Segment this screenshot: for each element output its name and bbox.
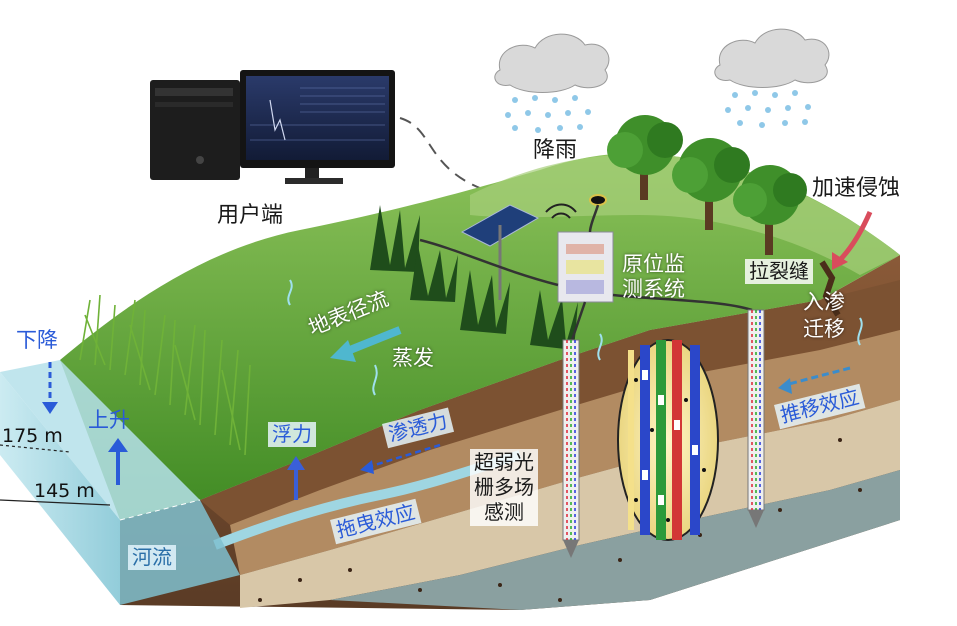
rain-cloud-icon bbox=[714, 28, 830, 128]
sensor-cables bbox=[419, 204, 753, 341]
river-label: 河流 bbox=[128, 545, 176, 570]
user-terminal-label: 用户端 bbox=[217, 203, 284, 228]
fiber-detail-lens-icon bbox=[617, 339, 719, 541]
river-top-surface bbox=[0, 360, 200, 520]
accelerated-erosion-label: 加速侵蚀 bbox=[812, 176, 901, 201]
tree-icon bbox=[672, 138, 750, 230]
infiltration-migration-label: 入渗 迁移 bbox=[803, 290, 845, 342]
ufbg-sensing-label: 超弱光 栅多场 感测 bbox=[470, 449, 538, 526]
buoyancy-label: 浮力 bbox=[268, 422, 316, 447]
soil-layer-upper bbox=[200, 280, 900, 525]
grass-bush bbox=[370, 205, 578, 350]
computer-icon bbox=[150, 70, 395, 184]
sensor-port bbox=[589, 194, 607, 206]
soil-pebbles bbox=[258, 438, 862, 602]
river-front-face bbox=[0, 372, 120, 605]
borehole-sensor-icon bbox=[562, 339, 580, 558]
evaporation-label: 蒸发 bbox=[392, 346, 434, 370]
solar-panel-icon bbox=[460, 204, 540, 300]
tree-icon bbox=[607, 115, 683, 200]
rainfall-label: 降雨 bbox=[533, 138, 578, 163]
tree-icon bbox=[733, 165, 807, 255]
in-situ-monitoring-label: 原位监 测系统 bbox=[622, 252, 685, 302]
tension-crack-label: 拉裂缝 bbox=[745, 259, 813, 284]
level-145-label: 145 m bbox=[34, 480, 95, 502]
water-drop-label: 下降 bbox=[16, 328, 58, 352]
bedrock-layer bbox=[330, 470, 900, 610]
water-rise-label: 上升 bbox=[88, 408, 130, 432]
rain-cloud-icon bbox=[494, 33, 610, 133]
reed-grass bbox=[79, 294, 251, 456]
light-grass-crest bbox=[470, 154, 900, 275]
monitoring-cabinet-icon bbox=[557, 231, 614, 303]
level-175-label: 175 m bbox=[2, 425, 63, 447]
river-right-face bbox=[120, 500, 240, 605]
borehole-sensor-icon bbox=[747, 309, 765, 528]
wifi-icon bbox=[545, 203, 577, 219]
tension-crack bbox=[819, 260, 841, 317]
